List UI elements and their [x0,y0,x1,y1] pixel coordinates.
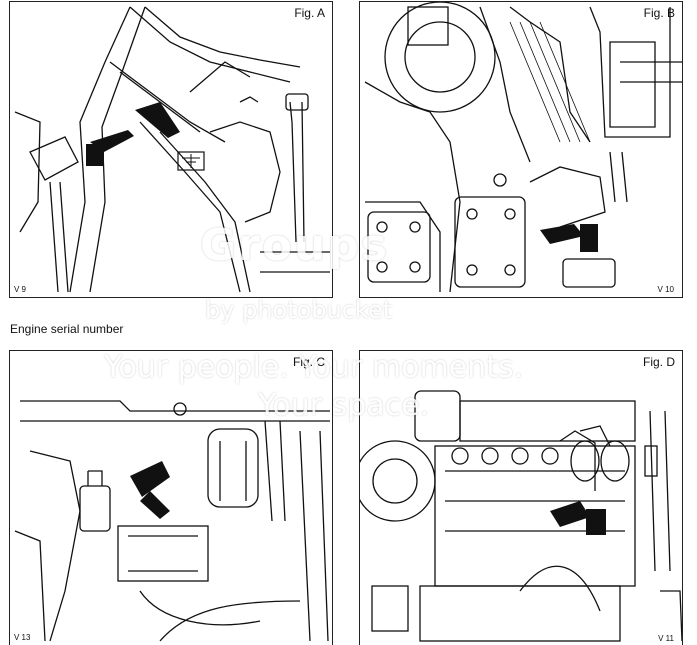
figure-ref-code: V 13 [14,633,31,642]
figure-c-illustration [14,400,330,642]
figure-d-panel: Fig. D V 11 [359,350,683,645]
watermark-byline: by photobucket [205,296,393,324]
figure-ref-code: V 9 [14,285,27,294]
figure-label: Fig. B [643,6,675,20]
figure-c-panel: Fig. C V 13 [9,350,333,645]
figure-b-illustration [364,2,682,293]
figure-label: Fig. A [294,6,325,20]
figure-label: Fig. D [642,355,675,369]
section-caption: Engine serial number [10,322,124,336]
figure-a-panel: Fig. A V 9 [9,1,333,298]
figure-ref-code: V 10 [657,285,674,294]
figure-ref-code: V 11 [658,634,674,643]
figure-b-panel: Fig. B V 10 [359,1,683,298]
figure-label: Fig. C [292,355,325,369]
figure-d-illustration [360,390,682,642]
figure-a-illustration [14,6,330,293]
